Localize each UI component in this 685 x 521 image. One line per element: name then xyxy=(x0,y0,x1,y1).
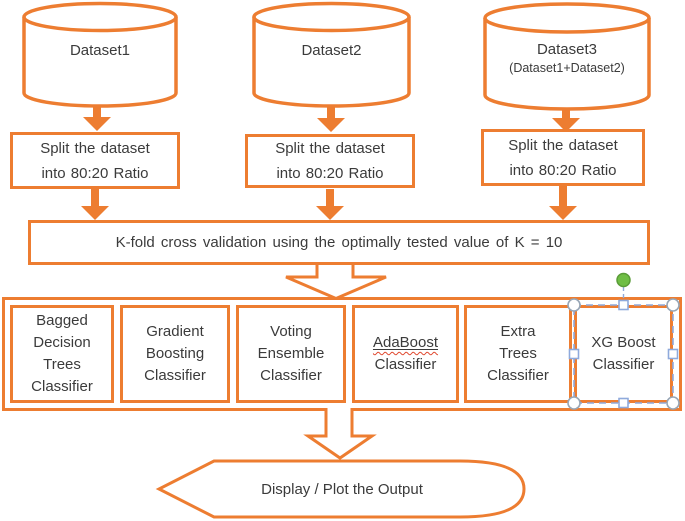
dataset3-label: Dataset3 (Dataset1+Dataset2) xyxy=(482,40,652,76)
rotate-handle-icon[interactable] xyxy=(616,272,631,288)
classifier-line: Ensemble xyxy=(257,345,325,362)
split-box-3[interactable]: Split the dataset into 80:20 Ratio xyxy=(481,129,645,186)
kfold-label: K-fold cross validation using the optima… xyxy=(115,234,563,251)
classifier-line: Classifier xyxy=(374,356,437,373)
arrow-kfold-to-classifiers xyxy=(285,264,387,301)
classifier-box-bagged-decision-trees[interactable]: Bagged Decision Trees Classifier xyxy=(10,305,114,403)
classifier-box-voting-ensemble[interactable]: Voting Ensemble Classifier xyxy=(236,305,346,403)
arrow-dataset3-to-split xyxy=(552,107,580,132)
classifier-line: Trees xyxy=(43,356,81,373)
split-box-2-line1: Split the dataset xyxy=(275,140,385,157)
display-output-label: Display / Plot the Output xyxy=(261,480,423,498)
split-box-2-line2: into 80:20 Ratio xyxy=(276,165,384,182)
classifier-line: Classifier xyxy=(592,356,655,373)
classifiers-container[interactable]: Bagged Decision Trees Classifier Gradien… xyxy=(2,297,682,411)
selection-border[interactable] xyxy=(573,304,674,404)
classifier-line-spellcheck: AdaBoost xyxy=(373,332,438,354)
classifier-line: Classifier xyxy=(144,367,206,384)
resize-handle-top-left[interactable] xyxy=(567,298,581,312)
split-box-1[interactable]: Split the dataset into 80:20 Ratio xyxy=(10,132,180,189)
classifier-line: Voting xyxy=(270,323,312,340)
dataset3-title: Dataset3 xyxy=(536,41,598,58)
dataset2-label: Dataset2 xyxy=(301,42,362,59)
classifier-line: Bagged xyxy=(36,312,88,329)
arrow-split1-to-kfold xyxy=(81,188,109,220)
resize-handle-left[interactable] xyxy=(568,348,580,360)
shape-selection-overlay[interactable] xyxy=(550,264,685,424)
misspelled-word: AdaBoost xyxy=(372,334,439,351)
split-box-3-line2: into 80:20 Ratio xyxy=(509,161,617,179)
arrow-dataset2-to-split xyxy=(317,105,345,132)
classifier-line: Boosting xyxy=(145,345,205,362)
dataset3-cylinder[interactable] xyxy=(482,1,652,113)
classifier-box-gradient-boosting[interactable]: Gradient Boosting Classifier xyxy=(120,305,230,403)
kfold-box[interactable]: K-fold cross validation using the optima… xyxy=(28,220,650,265)
resize-handle-right[interactable] xyxy=(667,348,679,360)
display-output-shape[interactable] xyxy=(155,459,527,519)
classifier-line: XG Boost xyxy=(591,334,656,351)
split-box-1-line2: into 80:20 Ratio xyxy=(41,164,149,182)
classifier-line: Trees xyxy=(499,345,537,362)
classifier-line: Decision xyxy=(33,334,91,351)
split-box-2[interactable]: Split the dataset into 80:20 Ratio xyxy=(245,134,415,188)
classifier-box-adaboost[interactable]: AdaBoost Classifier xyxy=(352,305,459,403)
classifier-line: Extra xyxy=(500,323,536,340)
arrow-split3-to-kfold xyxy=(549,185,577,220)
classifier-line: Classifier xyxy=(260,367,322,384)
split-box-1-line1: Split the dataset xyxy=(40,139,150,157)
classifier-line: Gradient xyxy=(146,323,204,340)
arrow-split2-to-kfold xyxy=(316,189,344,220)
split-box-3-line1: Split the dataset xyxy=(508,136,618,154)
classifier-line: Classifier xyxy=(487,367,549,384)
resize-handle-bottom-left[interactable] xyxy=(567,396,581,410)
dataset2-cylinder[interactable] xyxy=(251,1,412,109)
arrow-classifiers-to-output xyxy=(303,408,377,460)
resize-handle-top[interactable] xyxy=(618,299,629,311)
arrow-dataset1-to-split xyxy=(83,103,111,131)
dataset1-label: Dataset1 xyxy=(69,42,131,59)
dataset3-subtitle: (Dataset1+Dataset2) xyxy=(509,61,625,75)
resize-handle-bottom[interactable] xyxy=(618,397,629,409)
dataset1-cylinder[interactable] xyxy=(21,1,179,109)
classifier-line: Classifier xyxy=(31,378,93,395)
resize-handle-top-right[interactable] xyxy=(666,298,680,312)
resize-handle-bottom-right[interactable] xyxy=(666,396,680,410)
classifier-box-extra-trees[interactable]: Extra Trees Classifier xyxy=(464,305,572,403)
